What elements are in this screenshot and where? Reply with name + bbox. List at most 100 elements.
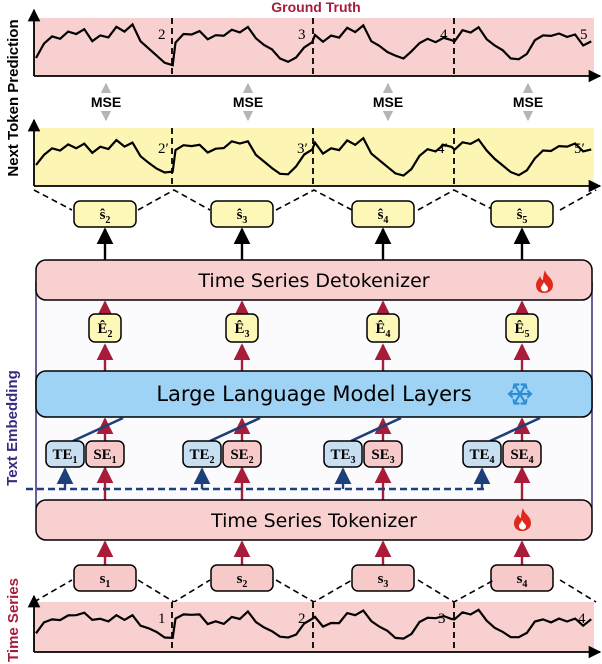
gt-segment-label-4: 4: [440, 27, 448, 43]
series-embedding-token-base: SE: [510, 447, 528, 463]
embed-token-base: Ê: [514, 320, 524, 337]
prediction-token-connector: [33, 189, 597, 211]
flame-icon: [536, 270, 553, 293]
text-embedding-token: TE1: [45, 440, 85, 468]
input-token: s4: [490, 564, 554, 592]
input-token-sub: 3: [383, 579, 388, 590]
input-series-line: [35, 608, 592, 640]
tokenizer-box: [35, 499, 593, 541]
gt-segment-label-2: 2: [158, 27, 166, 43]
series-embedding-token-sub: 3: [390, 455, 395, 466]
input-token: s1: [73, 564, 137, 592]
embed-token-sub: 5: [525, 329, 530, 340]
svg-text:Ê3: Ê3: [234, 320, 249, 340]
svg-text:SE3: SE3: [371, 447, 394, 466]
snowflake-icon: [507, 383, 533, 405]
text-embedding-token-sub: 1: [73, 455, 78, 466]
input-series-area: [34, 602, 594, 652]
svg-text:ŝ3: ŝ3: [237, 207, 248, 226]
mse-label: MSE: [513, 94, 543, 110]
embed-token: Ê5: [505, 313, 539, 343]
input-segment-label-1: 1: [158, 611, 166, 627]
output-token: ŝ5: [490, 200, 554, 228]
series-embedding-token: SE3: [363, 440, 403, 468]
text-embedding-token: TE2: [182, 440, 222, 468]
prediction-area: [34, 128, 594, 186]
embed-token: Ê2: [88, 313, 122, 343]
output-token-base: ŝ: [378, 207, 384, 223]
prediction-chart: 2′ 3′ 4′ 5′: [27, 118, 602, 193]
tokenizer-label: Time Series Tokenizer: [210, 510, 417, 532]
text-embedding-token-base: TE: [189, 447, 209, 463]
text-embedding-token-base: TE: [330, 447, 350, 463]
svg-text:SE1: SE1: [93, 447, 116, 466]
svg-text:TE4: TE4: [469, 447, 494, 466]
output-token: ŝ4: [351, 200, 415, 228]
llm-block: Large Language Model Layers: [35, 370, 593, 418]
embed-token-base: Ê: [97, 320, 107, 337]
svg-text:s3: s3: [378, 571, 389, 590]
output-token: ŝ2: [73, 200, 137, 228]
series-embedding-token-sub: 2: [249, 455, 254, 466]
input-token-base: s: [517, 571, 523, 587]
pred-segment-label-5: 5′: [574, 141, 585, 157]
ground-truth-series-line: [35, 22, 592, 67]
series-embedding-token: SE2: [222, 440, 262, 468]
text-embedding-token-sub: 4: [490, 455, 495, 466]
output-token-sub: 4: [383, 215, 388, 226]
time-series-label: Time Series: [5, 578, 22, 662]
text-embedding-token-base: TE: [52, 447, 72, 463]
text-embedding-token: TE4: [462, 440, 502, 468]
mse-label: MSE: [91, 94, 121, 110]
input-token: s3: [351, 564, 415, 592]
flame-icon: [514, 508, 531, 531]
te-to-llm-connector: [489, 416, 541, 443]
output-token-sub: 5: [522, 215, 527, 226]
svg-text:TE3: TE3: [330, 447, 355, 466]
svg-text:s1: s1: [100, 571, 111, 590]
pred-segment-label-4: 4′: [437, 141, 448, 157]
detokenizer-block: Time Series Detokenizer: [35, 259, 593, 301]
embed-token-base: Ê: [375, 320, 385, 337]
llm-box: [35, 370, 593, 418]
input-token-sub: 4: [522, 579, 527, 590]
svg-text:Ê5: Ê5: [514, 320, 529, 340]
svg-text:TE2: TE2: [189, 447, 214, 466]
input-segment-label-2: 2: [298, 611, 306, 627]
te-to-llm-connector: [350, 416, 402, 443]
series-embedding-token: SE1: [85, 440, 125, 468]
svg-text:Ê4: Ê4: [375, 320, 390, 340]
series-embedding-token-sub: 4: [529, 455, 534, 466]
ground-truth-chart: 2 3 4 5: [27, 8, 602, 83]
input-series-chart: 1 2 3 4: [27, 594, 602, 659]
gt-segment-label-3: 3: [298, 27, 306, 43]
mse-label: MSE: [373, 94, 403, 110]
svg-text:ŝ5: ŝ5: [517, 207, 528, 226]
pred-segment-label-2: 2′: [158, 141, 169, 157]
output-token-base: ŝ: [100, 207, 106, 223]
input-token-sub: 1: [105, 579, 110, 590]
text-embedding-token: TE3: [323, 440, 363, 468]
embed-token-base: Ê: [234, 320, 244, 337]
output-token: ŝ3: [210, 200, 274, 228]
embed-token-sub: 4: [386, 329, 391, 340]
series-embedding-token-sub: 1: [112, 455, 117, 466]
svg-text:s2: s2: [237, 571, 248, 590]
te-to-llm-connector: [209, 416, 261, 443]
svg-text:Ê2: Ê2: [97, 320, 112, 340]
te-to-llm-connector: [72, 416, 124, 443]
series-embedding-token-base: SE: [230, 447, 248, 463]
text-embedding-token-sub: 3: [351, 455, 356, 466]
svg-text:ŝ2: ŝ2: [100, 207, 111, 226]
series-embedding-token-base: SE: [371, 447, 389, 463]
detokenizer-label: Time Series Detokenizer: [197, 270, 429, 292]
pred-segment-label-3: 3′: [297, 141, 308, 157]
text-embedding-token-sub: 2: [210, 455, 215, 466]
series-embedding-token: SE4: [502, 440, 542, 468]
text-embedding-label: Text Embedding: [4, 370, 21, 486]
output-token-base: ŝ: [237, 207, 243, 223]
embed-token-sub: 3: [245, 329, 250, 340]
svg-text:SE2: SE2: [230, 447, 253, 466]
output-token-sub: 3: [242, 215, 247, 226]
